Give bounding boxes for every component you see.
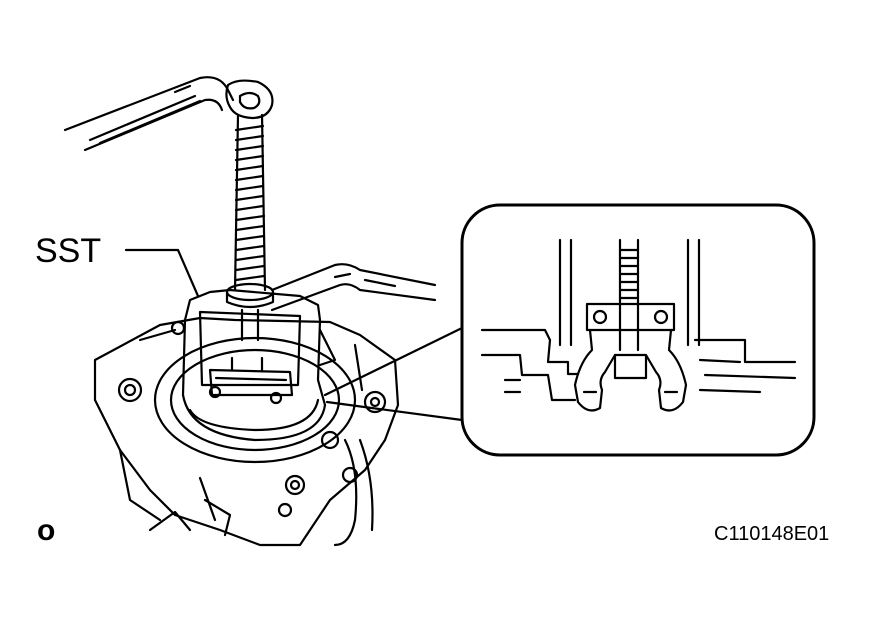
direction-mark: o (37, 514, 55, 547)
sst-label: SST (35, 232, 101, 270)
figure-reference-code: C110148E01 (714, 523, 829, 545)
upper-wrench (63, 76, 274, 152)
detail-inset (460, 203, 816, 457)
sst-puller (170, 288, 327, 442)
threaded-screw (225, 113, 275, 342)
transmission-case (93, 316, 400, 547)
callout-pointer (323, 326, 464, 422)
sst-leader-line (124, 248, 200, 298)
lower-wrench (270, 263, 437, 312)
